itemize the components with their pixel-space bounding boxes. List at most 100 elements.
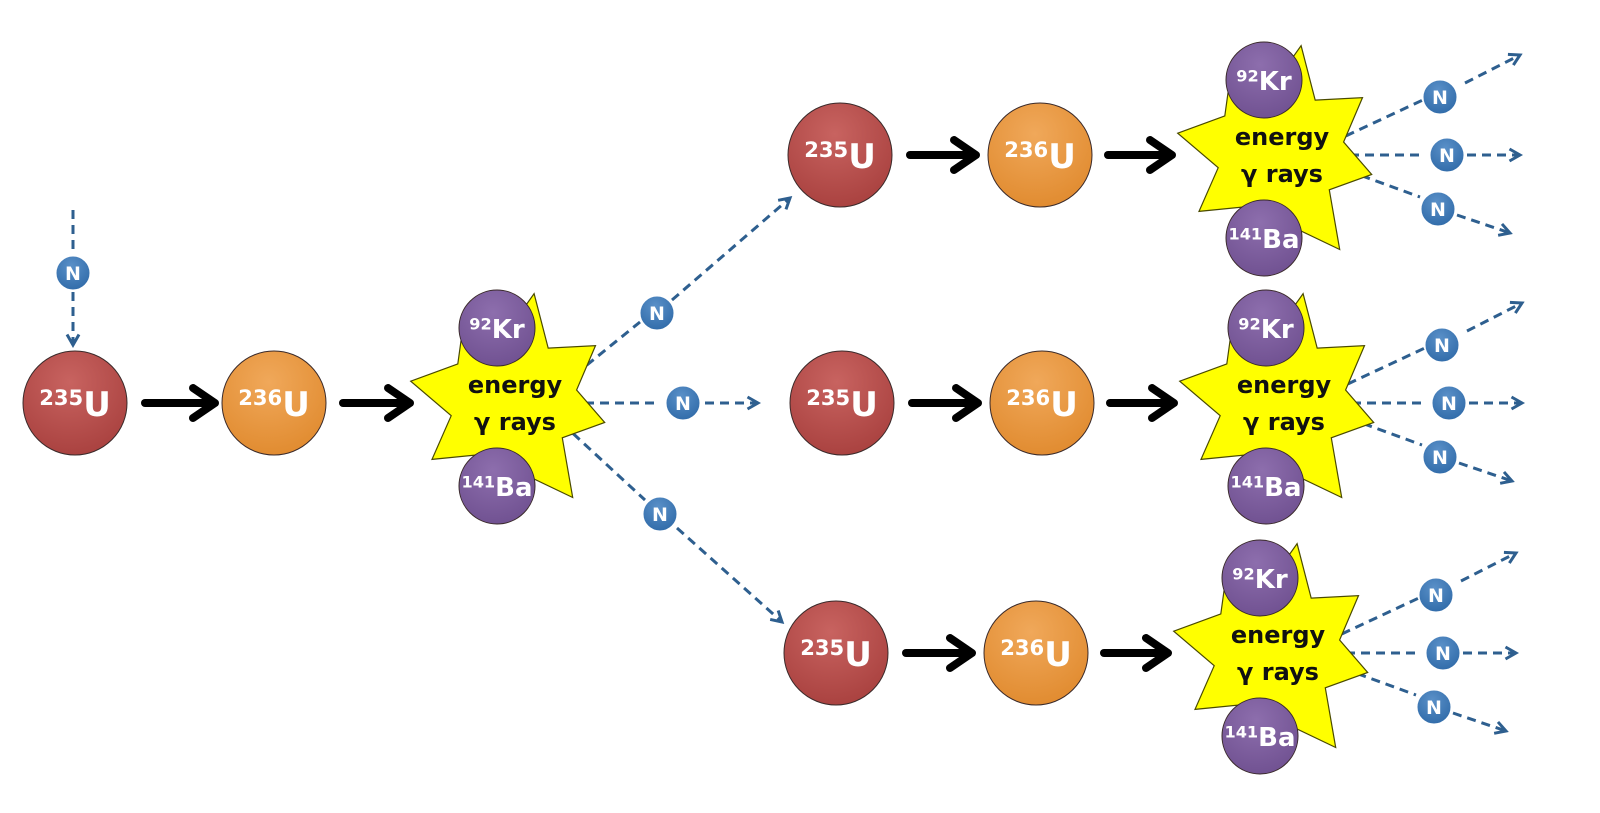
gen2-top-neutron-up: N bbox=[1422, 79, 1458, 115]
gen2-bottom-krypton-92-mass-number: 92 bbox=[1232, 565, 1254, 584]
arrow-head bbox=[950, 136, 980, 174]
gen2-top-krypton-92-mass-number: 92 bbox=[1236, 67, 1258, 86]
neutron-sphere bbox=[1425, 635, 1461, 671]
gen1-krypton-92-mass-number: 92 bbox=[469, 315, 491, 334]
gen2-middle-path-up-b bbox=[1466, 300, 1525, 333]
arrow-head bbox=[1142, 634, 1172, 672]
gen1-neutron-mid: N bbox=[665, 385, 701, 421]
gen1-path-up-b bbox=[671, 196, 793, 302]
gen2-middle-barium-141-symbol: Ba bbox=[1264, 473, 1301, 503]
gen2-bottom-arrow-1 bbox=[902, 634, 976, 672]
gen2-bottom-uranium-235-mass-number: 235 bbox=[800, 635, 844, 660]
gen1-uranium-235-label: 235U bbox=[39, 385, 111, 425]
gen1-path-down-b bbox=[675, 526, 785, 625]
neutron-sphere bbox=[1424, 327, 1460, 363]
gen2-bottom-uranium-235-label: 235U bbox=[800, 635, 872, 675]
gen2-top-barium-141-label: 141Ba bbox=[1228, 225, 1299, 255]
gen2-bottom-uranium-236-sphere bbox=[983, 600, 1089, 706]
gen2-top-krypton-92-symbol: Kr bbox=[1259, 67, 1292, 97]
gen2-bottom-uranium-235-symbol: U bbox=[844, 635, 872, 675]
gen2-middle-uranium-236-label: 236U bbox=[1006, 385, 1078, 425]
energy-label: energy bbox=[1237, 371, 1332, 399]
gen1-krypton-92: 92Kr bbox=[458, 289, 536, 367]
gen2-bottom-uranium-236-label: 236U bbox=[1000, 635, 1072, 675]
gen2-middle-uranium-236: 236U bbox=[989, 350, 1095, 456]
neutron-label: N bbox=[1426, 697, 1442, 719]
neutron-label: N bbox=[675, 393, 691, 415]
gen2-bottom-neutron-mid: N bbox=[1425, 635, 1461, 671]
gen2-bottom-barium-141-mass-number: 141 bbox=[1224, 723, 1258, 742]
gen2-middle-krypton-92-label: 92Kr bbox=[1238, 315, 1294, 345]
gen2-bottom-uranium-235-sphere bbox=[783, 600, 889, 706]
gen1-uranium-236-symbol: U bbox=[282, 385, 310, 425]
gen2-bottom-barium-141: 141Ba bbox=[1221, 697, 1299, 775]
gen1-barium-141: 141Ba bbox=[458, 447, 536, 525]
gen2-top-uranium-235-symbol: U bbox=[848, 137, 876, 177]
gen2-middle-uranium-235-mass-number: 235 bbox=[806, 385, 850, 410]
gen2-top-uranium-235-sphere bbox=[787, 102, 893, 208]
neutron-label: N bbox=[65, 263, 81, 285]
gen2-middle-krypton-92-symbol: Kr bbox=[1261, 315, 1294, 345]
neutron-label: N bbox=[1432, 87, 1448, 109]
gen2-middle-uranium-236-symbol: U bbox=[1050, 385, 1078, 425]
neutron-sphere bbox=[665, 385, 701, 421]
gen1-uranium-236-label: 236U bbox=[238, 385, 310, 425]
neutron-label: N bbox=[1428, 585, 1444, 607]
gen2-top-path-down-b bbox=[1456, 213, 1513, 237]
gen2-middle-neutron-mid: N bbox=[1431, 385, 1467, 421]
gen2-bottom-uranium-235: 235U bbox=[783, 600, 889, 706]
gen1-barium-141-symbol: Ba bbox=[495, 473, 532, 503]
gen2-bottom-barium-141-label: 141Ba bbox=[1224, 723, 1295, 753]
gen2-top-barium-141-mass-number: 141 bbox=[1228, 225, 1262, 244]
gen2-bottom-krypton-92: 92Kr bbox=[1221, 539, 1299, 617]
gen1-uranium-235: 235U bbox=[22, 350, 128, 456]
gen1-uranium-236-mass-number: 236 bbox=[238, 385, 282, 410]
gen1-uranium-236: 236U bbox=[221, 350, 327, 456]
gen2-top-krypton-92: 92Kr bbox=[1225, 41, 1303, 119]
neutron-label: N bbox=[652, 504, 668, 526]
gen1-uranium-236-sphere bbox=[221, 350, 327, 456]
gen2-top-barium-141-symbol: Ba bbox=[1262, 225, 1299, 255]
gen2-top-arrow-1 bbox=[906, 136, 980, 174]
gen2-bottom-uranium-236-symbol: U bbox=[1044, 635, 1072, 675]
neutron-label: N bbox=[1434, 335, 1450, 357]
gamma-rays-label: γ rays bbox=[1243, 408, 1325, 436]
gen1-barium-141-mass-number: 141 bbox=[461, 473, 495, 492]
arrow-head bbox=[384, 384, 414, 422]
neutron-sphere bbox=[55, 255, 91, 291]
gen1-barium-141-sphere bbox=[458, 447, 536, 525]
neutron-sphere bbox=[1422, 439, 1458, 475]
neutron-label: N bbox=[1430, 199, 1446, 221]
gen2-middle-arrow-1 bbox=[908, 384, 982, 422]
gen2-top-uranium-236-mass-number: 236 bbox=[1004, 137, 1048, 162]
gen1-arrow-1 bbox=[141, 384, 219, 422]
gen2-bottom-arrow-2 bbox=[1100, 634, 1172, 672]
gen2-bottom-krypton-92-label: 92Kr bbox=[1232, 565, 1288, 595]
gen2-bottom-krypton-92-sphere bbox=[1221, 539, 1299, 617]
gen2-middle-neutron-down: N bbox=[1422, 439, 1458, 475]
gen1-arrow-2 bbox=[339, 384, 414, 422]
energy-label: energy bbox=[1235, 123, 1330, 151]
gen1-krypton-92-symbol: Kr bbox=[492, 315, 525, 345]
neutron-label: N bbox=[1439, 145, 1455, 167]
gen2-bottom-barium-141-sphere bbox=[1221, 697, 1299, 775]
gen1-krypton-92-label: 92Kr bbox=[469, 315, 525, 345]
gen2-middle-neutron-up: N bbox=[1424, 327, 1460, 363]
neutron-sphere bbox=[1418, 577, 1454, 613]
gen1-neutron-down: N bbox=[642, 496, 678, 532]
neutron-sphere bbox=[642, 496, 678, 532]
gen2-middle-krypton-92-sphere bbox=[1227, 289, 1305, 367]
gen2-middle-barium-141: 141Ba bbox=[1227, 447, 1305, 525]
gen1-uranium-235-mass-number: 235 bbox=[39, 385, 83, 410]
gen2-bottom-path-up-b bbox=[1460, 550, 1519, 583]
gen2-bottom-uranium-236-mass-number: 236 bbox=[1000, 635, 1044, 660]
gen2-top-neutron-mid: N bbox=[1429, 137, 1465, 173]
neutron-label: N bbox=[1441, 393, 1457, 415]
gen2-top-krypton-92-sphere bbox=[1225, 41, 1303, 119]
neutron-sphere bbox=[1429, 137, 1465, 173]
gen2-top-path-up-b bbox=[1464, 52, 1523, 85]
neutron-label: N bbox=[649, 303, 665, 325]
arrow-head bbox=[952, 384, 982, 422]
